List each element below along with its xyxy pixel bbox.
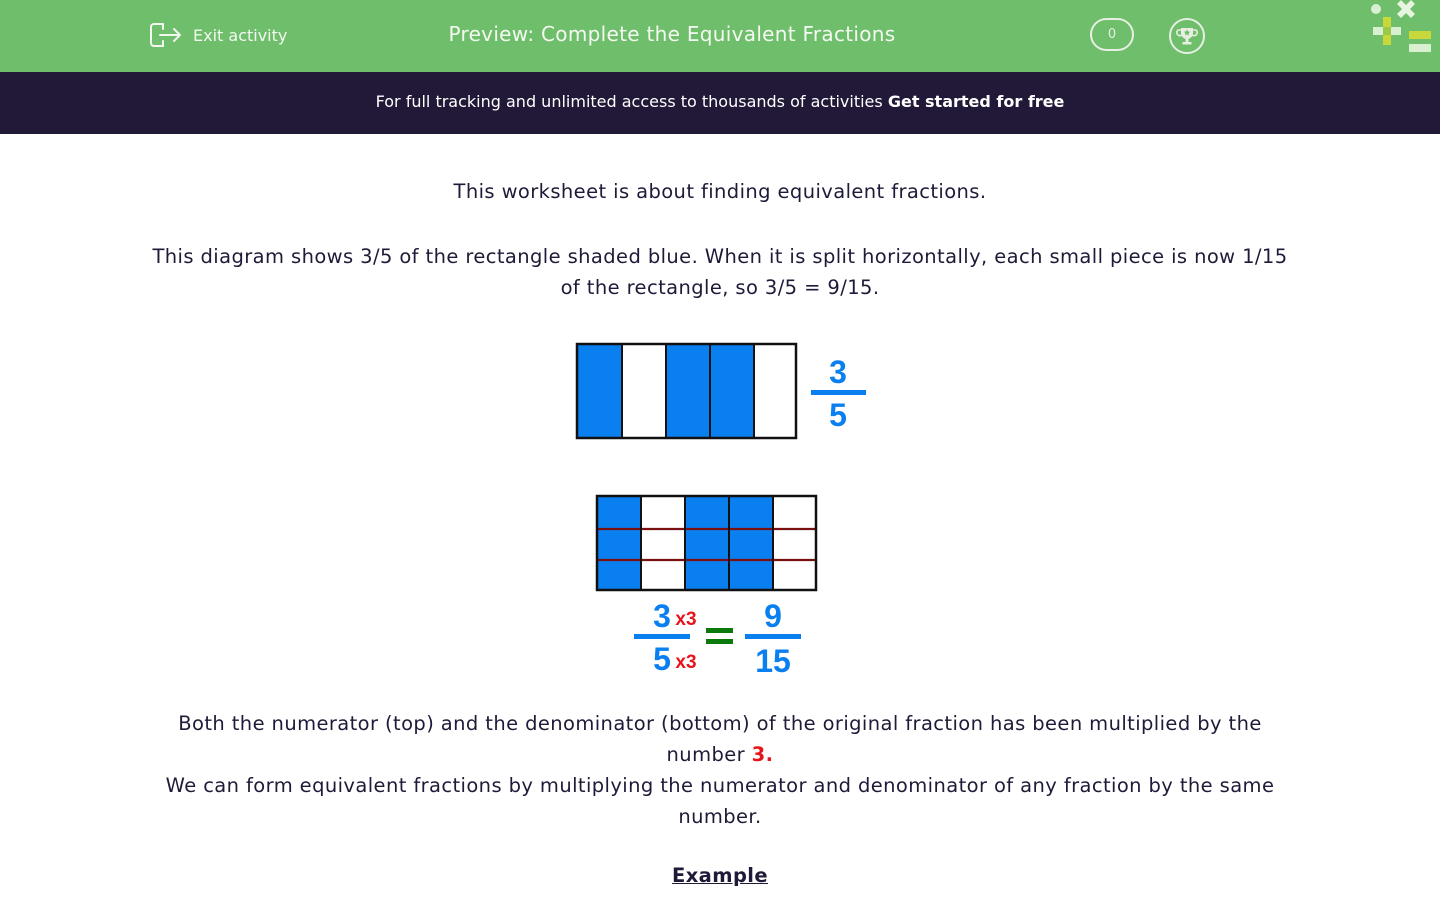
logo-icon (1371, 0, 1431, 52)
top-bar: Exit activity Preview: Complete the Equi… (0, 0, 1440, 72)
explanation-text: This diagram shows 3/5 of the rectangle … (152, 245, 1288, 299)
denominator-multiplier: x3 (675, 652, 696, 673)
right-denominator: 15 (755, 643, 791, 679)
fraction-bar-diagram: 3 5 (575, 342, 866, 440)
score-badge: 0 (1090, 18, 1134, 51)
page-title: Preview: Complete the Equivalent Fractio… (448, 22, 896, 46)
multiplier-highlight: 3. (751, 743, 774, 766)
intro-text: This worksheet is about finding equivale… (453, 180, 987, 203)
paragraph-b: We can form equivalent fractions by mult… (165, 774, 1275, 828)
trophy-button[interactable] (1169, 18, 1205, 54)
left-denominator: 5 (653, 641, 671, 677)
fraction-denominator: 5 (829, 397, 847, 433)
numerator-multiplier: x3 (675, 609, 696, 630)
equivalent-fraction-diagram: 3 x3 5 x3 9 15 (595, 494, 818, 679)
promo-banner: For full tracking and unlimited access t… (0, 72, 1440, 134)
exit-activity-button[interactable]: Exit activity (149, 20, 287, 50)
paragraph-a: Both the numerator (top) and the denomin… (178, 712, 1262, 766)
exit-icon (150, 23, 181, 47)
equals-sign (706, 628, 733, 633)
banner-text: For full tracking and unlimited access t… (375, 92, 888, 111)
exit-activity-label: Exit activity (193, 25, 288, 45)
left-numerator: 3 (653, 598, 671, 634)
explanation-paragraph: Both the numerator (top) and the denomin… (140, 708, 1300, 832)
example-heading: Example (671, 864, 769, 887)
fraction-numerator: 3 (829, 354, 847, 390)
right-numerator: 9 (764, 598, 782, 634)
get-started-link[interactable]: Get started for free (887, 92, 1065, 111)
trophy-icon (1176, 28, 1198, 45)
